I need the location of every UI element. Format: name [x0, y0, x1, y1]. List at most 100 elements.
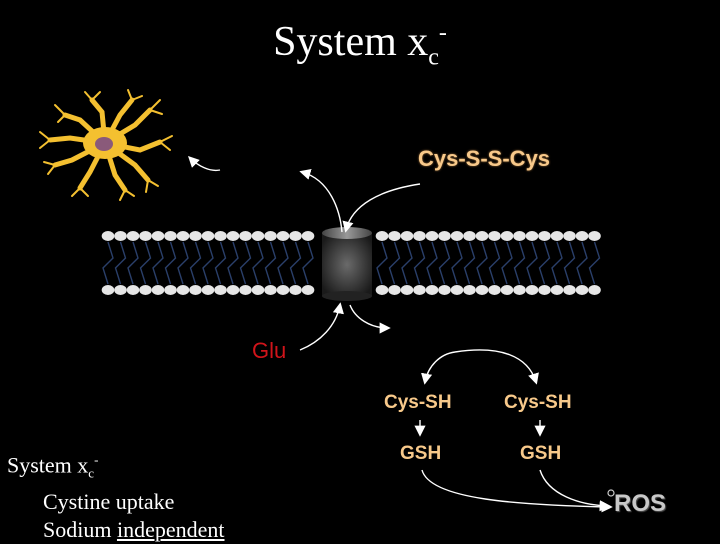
notes-line-cystine-uptake: Cystine uptake: [43, 488, 175, 514]
arrow-glu-in: [299, 302, 344, 351]
lipid-head: [463, 285, 476, 295]
lipid-tail: [202, 241, 214, 285]
lipid-tail: [114, 241, 127, 285]
lipid-tail: [214, 241, 227, 285]
glutamate-label: Glu: [252, 338, 287, 363]
lipid-tail: [139, 241, 152, 285]
lipid-tail: [588, 241, 601, 285]
lipid-head: [375, 231, 389, 241]
lipid-head: [475, 231, 489, 241]
lipid-tail: [463, 241, 476, 285]
lipid-head: [139, 231, 152, 241]
lipid-head: [176, 285, 190, 295]
lipid-head: [301, 231, 315, 241]
lipid-head: [538, 231, 551, 241]
lipid-tail: [563, 241, 576, 285]
lipid-head: [151, 285, 165, 295]
lipid-tail: [127, 241, 139, 285]
lipid-head: [513, 231, 526, 241]
arrow-gsh-to-ros-right: [539, 469, 611, 512]
gsh-label-right: GSH: [520, 443, 562, 464]
lipid-tail: [102, 241, 114, 285]
lipid-head: [550, 231, 564, 241]
lipid-head: [264, 231, 277, 241]
lipid-head: [276, 231, 290, 241]
lipid-tail: [239, 241, 252, 285]
lipid-head: [289, 285, 302, 295]
arrow-glu-to-neuron: [188, 156, 221, 172]
lipid-tail: [501, 241, 513, 285]
lipid-head: [164, 285, 177, 295]
neuron-icon: [39, 89, 173, 201]
lipid-heads-top: [101, 231, 601, 241]
lipid-tail: [476, 241, 488, 285]
lipid-tail: [413, 241, 426, 285]
lipid-tail: [538, 241, 551, 285]
lipid-tail: [388, 241, 401, 285]
cysteine-label-left: Cys-SH: [384, 392, 452, 413]
lipid-tail: [289, 241, 302, 285]
lipid-head: [588, 231, 601, 241]
slide-title: System xc-: [273, 19, 447, 71]
arrow-cysteine-cycle-right: [454, 349, 539, 385]
lipid-head: [264, 285, 277, 295]
lipid-head: [226, 231, 240, 241]
lipid-tail: [189, 241, 202, 285]
lipid-head: [289, 231, 302, 241]
arrow-cystine-out: [349, 304, 391, 334]
lipid-head: [214, 285, 227, 295]
lipid-tail: [277, 241, 289, 285]
cystine-label: Cys-S-S-Cys: [418, 146, 551, 171]
lipid-head: [450, 285, 464, 295]
lipid-head: [463, 231, 476, 241]
notes-line-sodium: Sodium independent: [43, 516, 225, 542]
lipid-head: [126, 231, 140, 241]
lipid-head: [488, 231, 501, 241]
cell-membrane: [101, 231, 601, 295]
lipid-tail: [551, 241, 563, 285]
lipid-head: [375, 285, 389, 295]
cysteine-label-right: Cys-SH: [504, 392, 572, 413]
lipid-tail: [426, 241, 438, 285]
lipid-head: [563, 285, 576, 295]
arrow-cysteine-cycle-left: [421, 351, 456, 385]
lipid-tail: [451, 241, 463, 285]
ros-label: ROS: [614, 490, 667, 517]
notes-block: System xc- Cystine uptake Sodium indepen…: [7, 446, 225, 544]
lipid-head: [114, 231, 127, 241]
lipid-tail: [401, 241, 413, 285]
lipid-head: [575, 285, 589, 295]
gsh-label-left: GSH: [400, 443, 442, 464]
lipid-head: [151, 231, 165, 241]
lipid-head: [450, 231, 464, 241]
lipid-head: [513, 285, 526, 295]
lipid-head: [413, 231, 426, 241]
lipid-tail: [576, 241, 588, 285]
lipid-head: [164, 231, 177, 241]
lipid-head: [251, 231, 265, 241]
lipid-head: [101, 231, 115, 241]
lipid-head: [276, 285, 290, 295]
lipid-head: [201, 285, 215, 295]
lipid-head: [575, 231, 589, 241]
lipid-head: [239, 285, 252, 295]
lipid-tail: [376, 241, 388, 285]
lipid-head: [438, 231, 451, 241]
flow-arrows: [188, 156, 613, 513]
lipid-head: [126, 285, 140, 295]
lipid-head: [525, 285, 539, 295]
lipid-head: [114, 285, 127, 295]
lipid-head: [563, 231, 576, 241]
lipid-head: [189, 231, 202, 241]
arrow-gsh-to-ros-left: [421, 469, 613, 513]
arrow-glu-out: [299, 168, 343, 233]
lipid-tail: [227, 241, 239, 285]
lipid-head: [301, 285, 315, 295]
lipid-head: [438, 285, 451, 295]
lipid-head: [214, 231, 227, 241]
lipid-tail: [438, 241, 451, 285]
ros-radical-dot: [607, 489, 615, 497]
lipid-head: [139, 285, 152, 295]
lipid-head: [538, 285, 551, 295]
